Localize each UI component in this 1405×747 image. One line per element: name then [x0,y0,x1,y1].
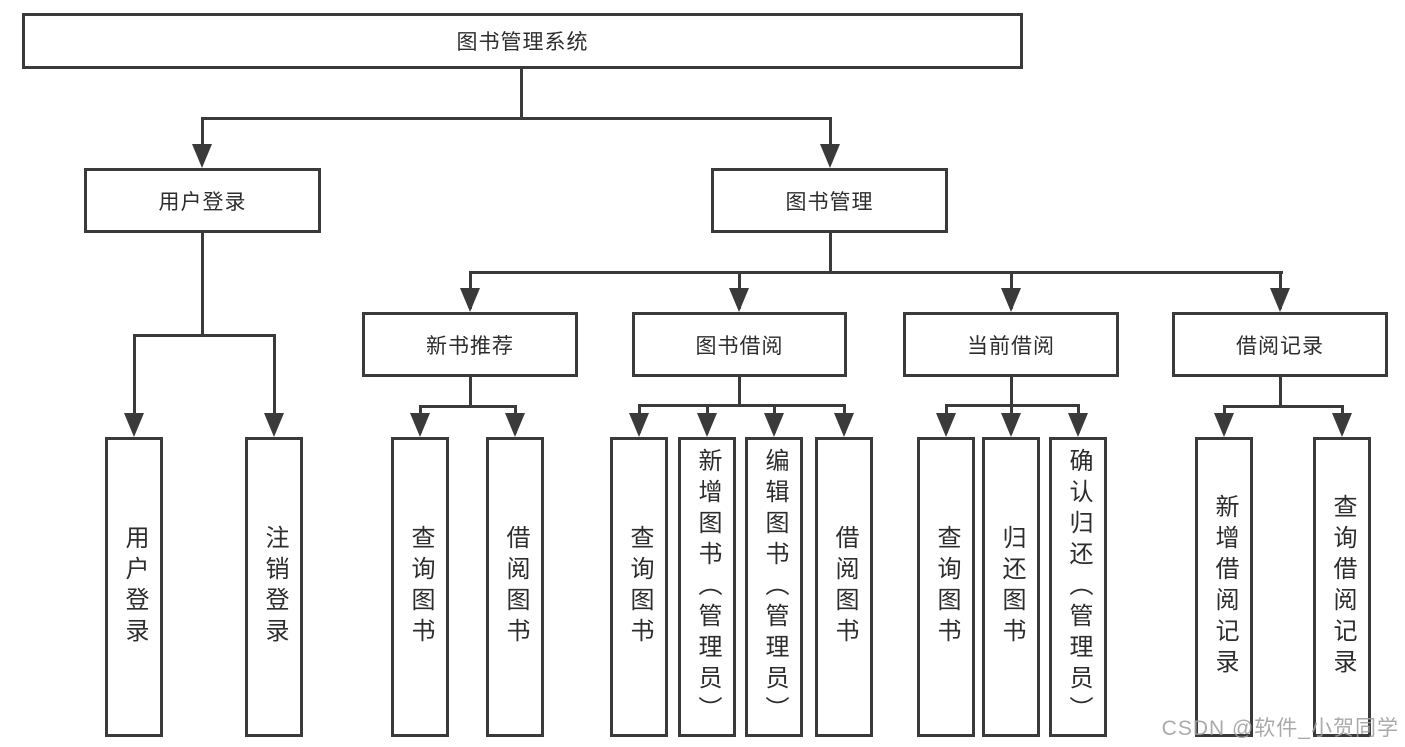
connector-vline [829,117,832,162]
node-label: 新增借阅记录 [1211,494,1238,680]
connector-hline [638,404,846,407]
connector-vline [201,233,204,337]
node-label: 新书推荐 [426,334,514,358]
node-current-borrow: 当前借阅 [903,312,1119,377]
leaf-bb-query-books: 查询图书 [610,437,668,737]
node-user-login: 用户登录 [84,168,321,233]
arrowhead-down-icon [192,144,212,168]
node-label: 用户登录 [121,525,148,649]
connector-vline [1010,377,1013,407]
leaf-logout: 注销登录 [245,437,303,737]
node-label: 新增图书（管理员） [694,447,721,727]
node-label: 图书管理 [785,190,874,214]
arrowhead-down-icon [1068,413,1088,437]
node-borrow-records: 借阅记录 [1172,312,1388,377]
connector-vline [738,377,741,407]
connector-hline [1223,405,1344,408]
arrowhead-down-icon [1001,288,1021,312]
connector-hline [419,405,517,408]
connector-hline [469,271,1283,274]
arrowhead-down-icon [410,413,430,437]
connector-hline [133,334,276,337]
arrowhead-down-icon [820,144,840,168]
leaf-cb-confirm-return-admin: 确认归还（管理员） [1049,437,1107,737]
arrowhead-down-icon [697,413,717,437]
node-label: 查询借阅记录 [1329,494,1356,680]
leaf-user-login: 用户登录 [105,437,163,737]
leaf-cb-query-books: 查询图书 [917,437,975,737]
leaf-rec-borrow-books: 借阅图书 [486,437,544,737]
node-new-book-recommend: 新书推荐 [362,312,578,377]
connector-vline [273,334,276,432]
leaf-bb-edit-books-admin: 编辑图书（管理员） [745,437,803,737]
node-label: 查询图书 [626,525,653,649]
node-label: 编辑图书（管理员） [761,447,788,727]
connector-vline [1279,377,1282,408]
leaf-br-add-record: 新增借阅记录 [1195,437,1253,737]
arrowhead-down-icon [1001,413,1021,437]
connector-vline [520,68,523,119]
leaf-bb-borrow-books: 借阅图书 [815,437,873,737]
node-label: 借阅图书 [831,525,858,649]
arrowhead-down-icon [1332,413,1352,437]
leaf-cb-return-books: 归还图书 [982,437,1040,737]
arrowhead-down-icon [505,413,525,437]
arrowhead-down-icon [834,413,854,437]
arrowhead-down-icon [764,413,784,437]
node-label: 查询图书 [933,525,960,649]
node-label: 查询图书 [407,525,434,649]
arrowhead-down-icon [629,413,649,437]
arrowhead-down-icon [1270,288,1290,312]
node-library-management-system: 图书管理系统 [22,13,1023,69]
connector-vline [829,233,832,274]
connector-vline [133,334,136,432]
leaf-bb-add-books-admin: 新增图书（管理员） [678,437,736,737]
node-label: 借阅图书 [502,525,529,649]
node-label: 注销登录 [261,525,288,649]
connector-vline [469,377,472,408]
arrowhead-down-icon [264,413,284,437]
arrowhead-down-icon [729,288,749,312]
node-book-borrow: 图书借阅 [632,312,847,377]
arrowhead-down-icon [124,413,144,437]
csdn-watermark: CSDN @软件_小贺同学 [1161,717,1399,740]
node-label: 图书管理系统 [456,31,589,54]
connector-hline [201,117,832,120]
node-label: 借阅记录 [1236,334,1324,358]
arrowhead-down-icon [936,413,956,437]
node-label: 确认归还（管理员） [1065,447,1092,727]
arrowhead-down-icon [460,288,480,312]
arrowhead-down-icon [1214,413,1234,437]
node-label: 归还图书 [998,525,1025,649]
node-book-management: 图书管理 [711,168,948,233]
node-label: 当前借阅 [967,334,1055,358]
connector-vline [201,117,204,162]
node-label: 用户登录 [158,190,247,214]
leaf-br-query-record: 查询借阅记录 [1313,437,1371,737]
node-label: 图书借阅 [695,334,784,358]
leaf-rec-query-books: 查询图书 [391,437,449,737]
